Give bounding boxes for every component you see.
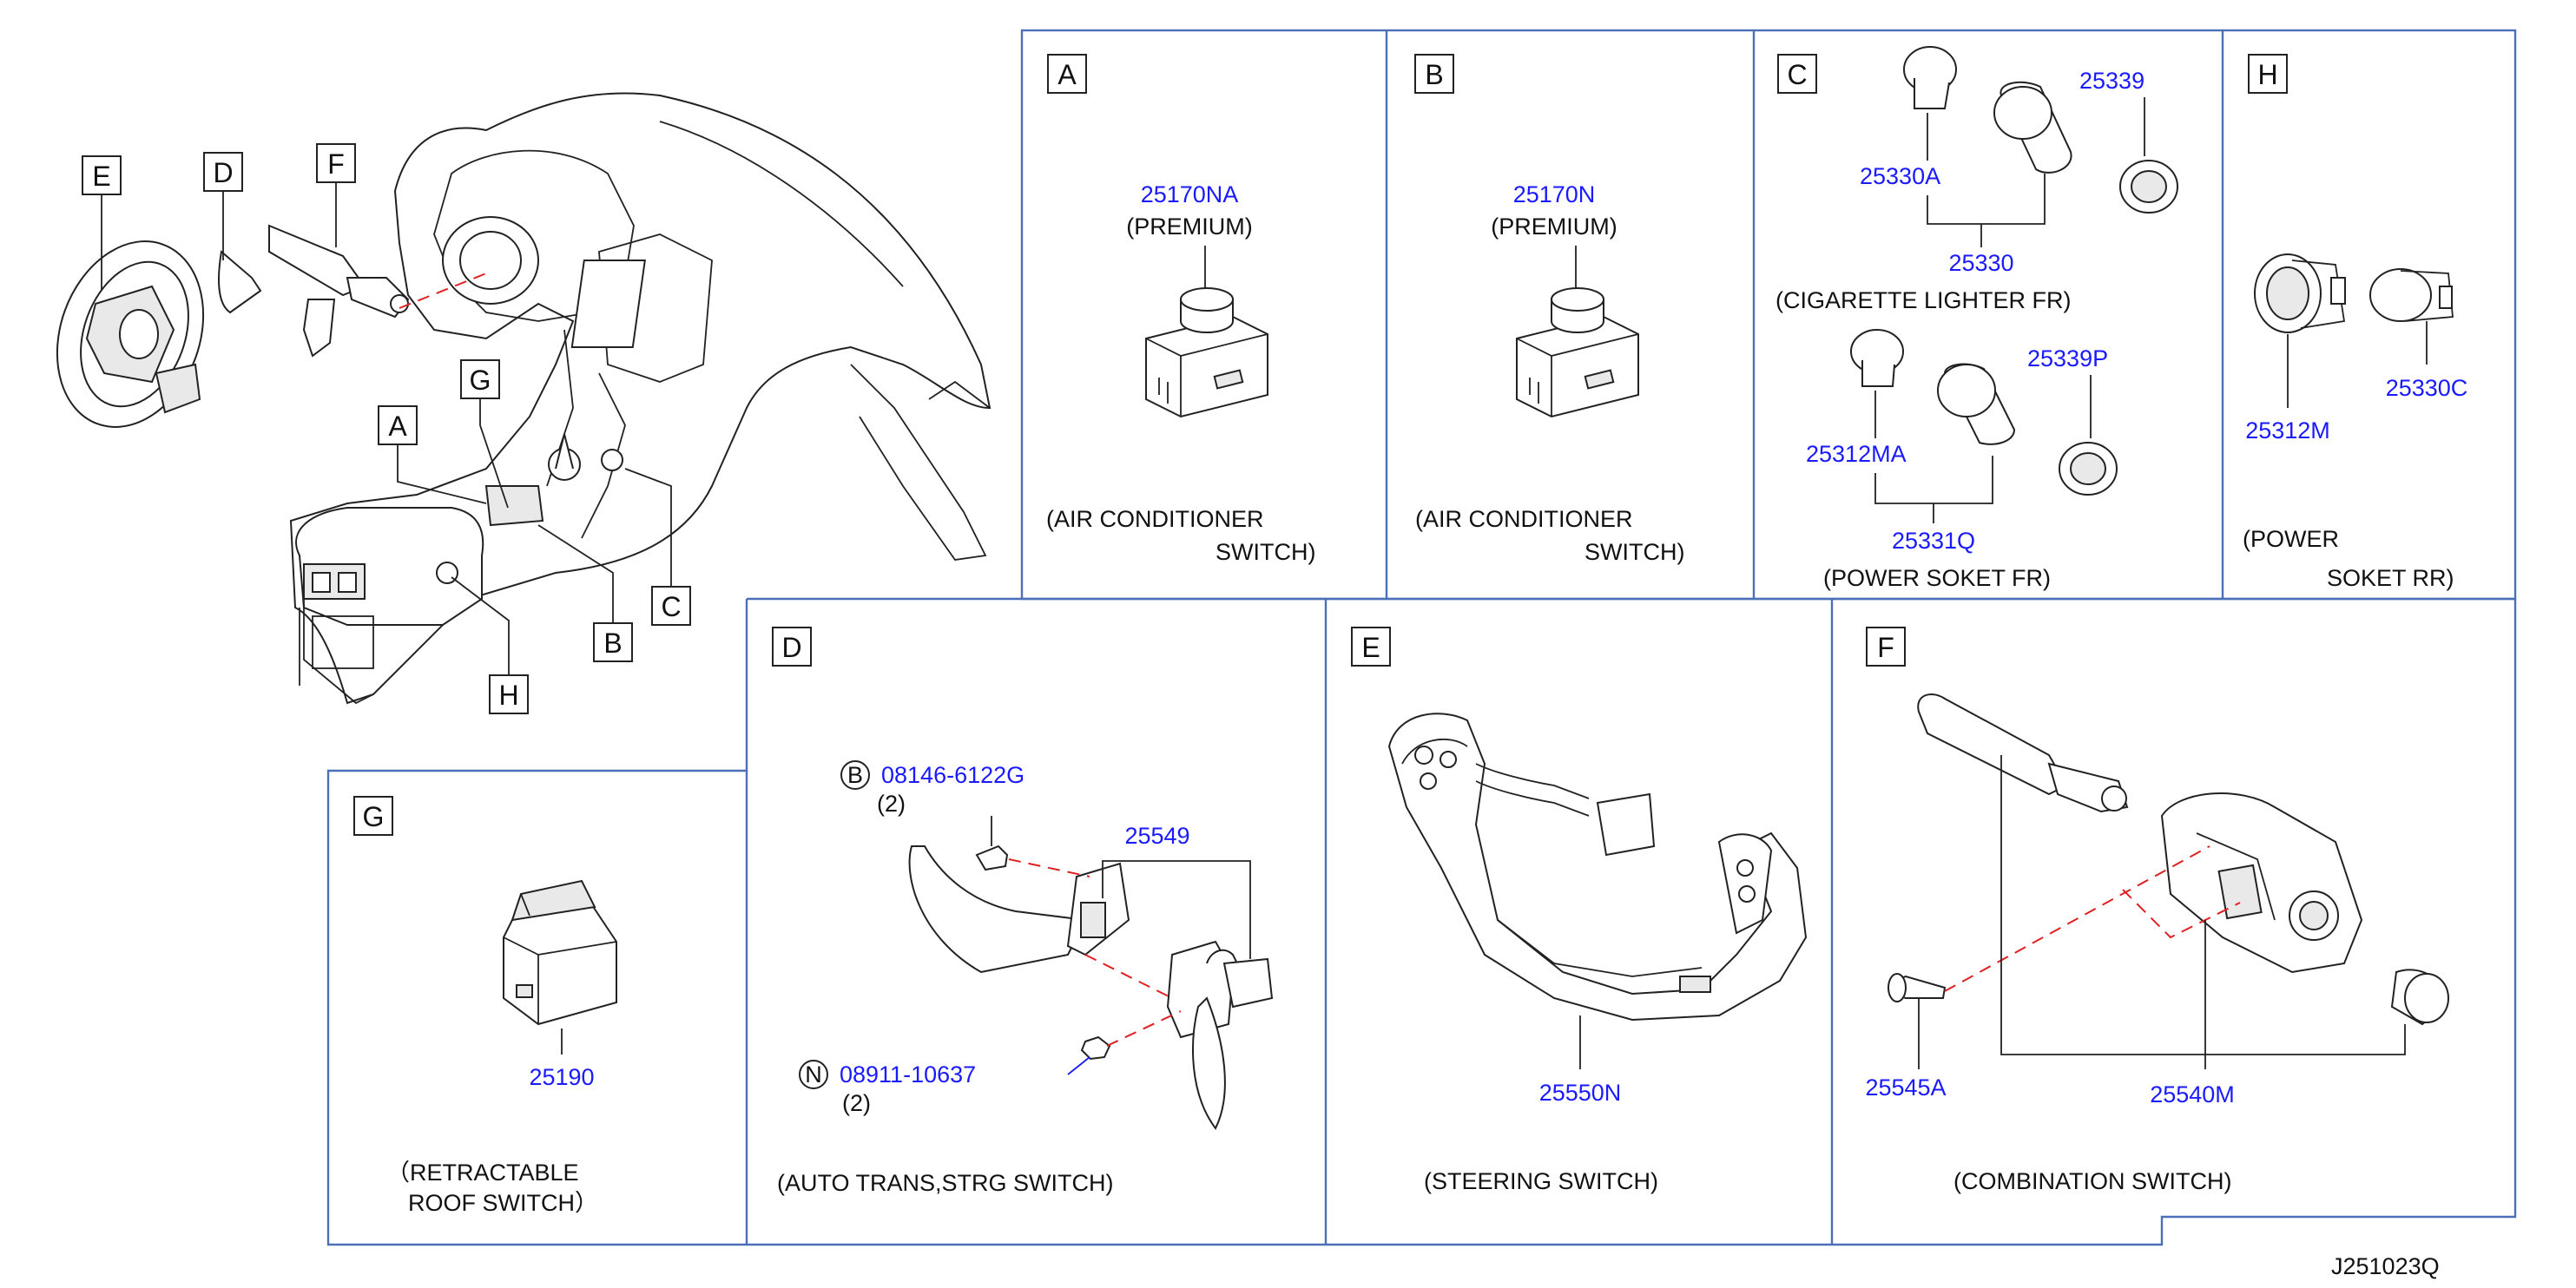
callout-B: B (603, 628, 622, 659)
panel-b-caption-line2: SWITCH) (1584, 539, 1684, 565)
column-switches-drawing (218, 224, 410, 358)
panel-e-caption: (STEERING SWITCH) (1424, 1168, 1658, 1194)
nut-mark: N (805, 1061, 822, 1088)
part-number-25550N: 25550N (1539, 1080, 1622, 1106)
panel-c: C 25339 25330A 25330 (CIGARETTE LIGHTER … (1776, 46, 2178, 591)
part-number-25330A: 25330A (1860, 163, 1940, 189)
callout-C: C (661, 591, 681, 622)
callout-F: F (327, 148, 345, 180)
steering-wheel-drawing (56, 240, 205, 428)
figure-code: J251023Q (2331, 1253, 2440, 1279)
panel-g-caption-line2: ROOF SWITCH） (408, 1190, 598, 1216)
part-number-25170N: 25170N (1513, 181, 1596, 207)
part-number-25331Q: 25331Q (1892, 528, 1975, 554)
panel-h-caption-line1: (POWER (2243, 526, 2339, 552)
callout-D: D (213, 157, 233, 188)
panel-e: E 25550N (STEERING SWITCH) (1351, 627, 1808, 1194)
callout-H: H (498, 680, 518, 711)
panel-a-caption-line1: (AIR CONDITIONER (1046, 506, 1264, 532)
panel-g: G 25190 （RETRACTABLE ROOF SWITCH） (353, 796, 617, 1216)
panel-d-caption: (AUTO TRANS,STRG SWITCH) (777, 1170, 1114, 1196)
part-number-08911-10637: 08911-10637 (840, 1061, 976, 1088)
panel-a-caption-line2: SWITCH) (1216, 539, 1315, 565)
part-number-25540M: 25540M (2150, 1081, 2235, 1107)
panel-c-caption-top: (CIGARETTE LIGHTER FR) (1776, 287, 2072, 313)
bolt-mark: B (847, 762, 863, 788)
paddle-shifter-drawing (908, 844, 1274, 1130)
panel-a-note: (PREMIUM) (1126, 214, 1252, 240)
part-number-25339P: 25339P (2027, 345, 2108, 371)
panel-h-letter: H (2257, 59, 2277, 90)
panel-b-letter: B (1425, 59, 1443, 90)
panel-d-letter: D (781, 632, 801, 663)
panel-c-caption-bottom: (POWER SOKET FR) (1823, 565, 2051, 591)
panel-h: H 25312M 25330C (POWER SOKET RR) (2243, 54, 2468, 591)
panel-d: D B 08146-6122G (2) 25549 N 08911-10637 … (772, 627, 1274, 1196)
power-socket-rr-drawing (2254, 253, 2454, 333)
panel-e-letter: E (1361, 632, 1380, 663)
bolt-quantity: (2) (877, 791, 906, 817)
part-number-25545A: 25545A (1865, 1074, 1946, 1101)
part-number-25330: 25330 (1948, 250, 2013, 276)
power-socket-fr-drawing (1850, 329, 2118, 496)
callout-A: A (388, 411, 407, 442)
panel-g-caption-line1: （RETRACTABLE (386, 1160, 579, 1186)
part-number-25170NA: 25170NA (1141, 181, 1239, 207)
part-number-25330C: 25330C (2386, 375, 2468, 401)
panel-f-letter: F (1877, 632, 1894, 663)
panel-f-caption: (COMBINATION SWITCH) (1953, 1168, 2231, 1194)
ac-switch-b-drawing (1516, 287, 1639, 418)
part-number-08146-6122G: 08146-6122G (881, 762, 1024, 788)
panel-a: A 25170NA (PREMIUM) (AIR CONDITIONER SWI… (1046, 54, 1315, 565)
steering-switch-drawing (1387, 713, 1808, 1022)
combination-switch-drawing (1888, 693, 2449, 1026)
part-number-25339: 25339 (2079, 68, 2144, 94)
panel-b-caption-line1: (AIR CONDITIONER (1415, 506, 1633, 532)
part-number-25549: 25549 (1124, 823, 1189, 849)
panel-b-note: (PREMIUM) (1491, 214, 1617, 240)
callout-E: E (92, 161, 110, 192)
ac-switch-a-drawing (1145, 287, 1268, 418)
dashboard-drawing (289, 92, 992, 705)
panel-h-caption-line2: SOKET RR) (2327, 565, 2454, 591)
nut-quantity: (2) (842, 1090, 871, 1116)
part-number-25312M: 25312M (2245, 417, 2330, 444)
panel-frames (326, 29, 2517, 1246)
overview-callouts: E D F G A C B H (82, 143, 691, 714)
cigarette-lighter-drawing (1903, 46, 2178, 214)
panel-f: F 25545A 25540M (COMBINATION SWITCH) (1865, 627, 2449, 1194)
panel-a-letter: A (1057, 59, 1077, 90)
panel-g-letter: G (363, 801, 385, 832)
part-number-25190: 25190 (529, 1064, 594, 1090)
overview-illustration: E D F G A C B H (56, 92, 992, 714)
part-number-25312MA: 25312MA (1806, 441, 1907, 467)
roof-switch-drawing (503, 879, 617, 1026)
callout-G: G (470, 365, 491, 396)
panel-b: B 25170N (PREMIUM) (AIR CONDITIONER SWIT… (1414, 54, 1684, 565)
panel-c-letter: C (1787, 59, 1807, 90)
